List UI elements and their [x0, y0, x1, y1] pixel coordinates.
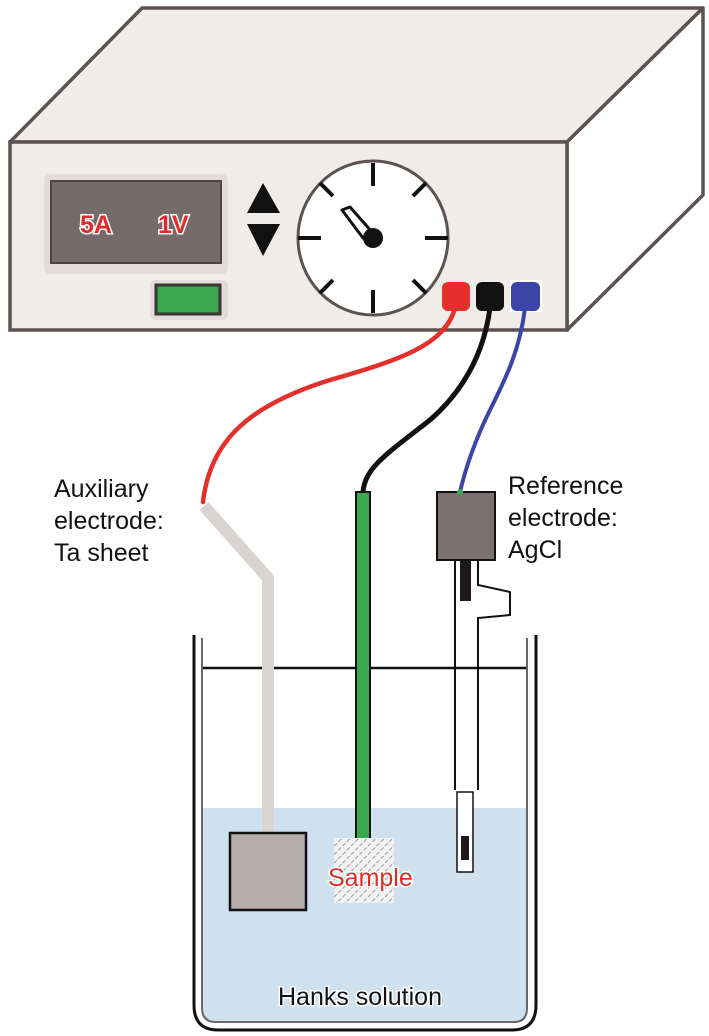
reference-stem: [454, 560, 511, 790]
working-electrode: Sample: [327, 491, 414, 903]
sample-specimen: [334, 838, 394, 903]
reference-head: [436, 491, 496, 561]
auxiliary-label-line2: electrode:: [54, 507, 164, 535]
indicator-light[interactable]: [154, 283, 222, 316]
auxiliary-electrode: [199, 502, 308, 912]
hanks-solution-label: Hanks solution: [278, 983, 442, 1011]
voltage-reading: 1V: [158, 211, 189, 239]
reference-label-line1: Reference: [508, 472, 623, 500]
beaker-outer-wall: [192, 635, 538, 1032]
potentiostat: 5A 1V: [8, 6, 705, 332]
auxiliary-electrode-label: Auxiliary electrode: Ta sheet: [54, 475, 164, 567]
up-arrow-icon[interactable]: [247, 183, 280, 213]
wire-working: [360, 305, 493, 495]
beaker-inner-wall: [201, 638, 528, 1023]
dial-tick: [411, 181, 428, 198]
reference-inner-wire: [460, 561, 471, 601]
display-panel: [50, 180, 222, 264]
sample-label: Sample: [328, 864, 413, 892]
terminal-working[interactable]: [476, 282, 504, 311]
dial-gauge: [296, 159, 450, 317]
terminal-auxiliary[interactable]: [442, 282, 470, 311]
dial-ticks: [298, 163, 448, 313]
sample-rod: [355, 491, 371, 840]
reference-label-line3: AgCl: [508, 536, 562, 564]
dial-tick: [411, 278, 428, 295]
reference-electrode-label: Reference electrode: AgCl: [508, 472, 623, 564]
auxiliary-label-line1: Auxiliary: [54, 475, 149, 503]
auxiliary-plate: [228, 831, 308, 912]
dial-tick: [318, 278, 335, 295]
wire-reference: [458, 306, 527, 494]
auxiliary-label-line3: Ta sheet: [54, 539, 149, 567]
dial-hub: [363, 228, 383, 248]
dial-tick: [318, 181, 335, 198]
reference-electrode: [436, 489, 511, 873]
reference-tip-core: [461, 836, 469, 860]
wire-auxiliary: [200, 305, 458, 505]
reference-head-contact: [457, 489, 463, 495]
down-arrow-icon[interactable]: [247, 224, 280, 256]
reference-label-line2: electrode:: [508, 504, 618, 532]
wires: [200, 305, 527, 505]
terminal-reference-plug[interactable]: [511, 282, 540, 311]
current-reading: 5A: [80, 211, 112, 239]
auxiliary-rod: [199, 502, 274, 840]
